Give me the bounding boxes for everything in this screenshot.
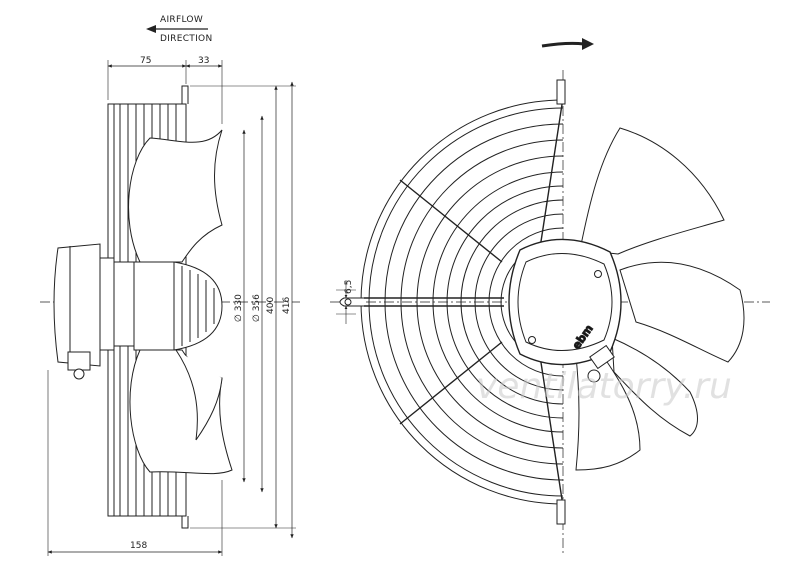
dim-356: ∅ 356 — [252, 294, 262, 322]
dim-bottom-side — [47, 370, 223, 556]
dim-6-5 — [336, 280, 356, 324]
dim-top-side — [107, 60, 223, 124]
left-arrow-icon — [146, 25, 208, 33]
motor-body-side — [53, 243, 135, 380]
front-view: ebm — [330, 70, 770, 556]
motor-box-front — [508, 238, 622, 383]
dim-330: ∅ 330 — [234, 294, 244, 322]
dim-6-5-label: 6,5 — [344, 280, 354, 294]
watermark-text: ventilatorry.ru — [476, 366, 732, 407]
airflow-indicator: AIRFLOW DIRECTION — [146, 15, 212, 44]
blades-side — [128, 129, 233, 475]
dim-75: 75 — [140, 56, 151, 66]
dim-400: 400 — [266, 297, 276, 314]
dim-416: 416 — [282, 297, 292, 314]
guard-rods — [364, 97, 564, 507]
dim-158: 158 — [130, 541, 147, 551]
dim-vertical-side — [190, 81, 296, 539]
direction-label: DIRECTION — [160, 34, 212, 44]
airflow-label: AIRFLOW — [160, 15, 203, 25]
mounting-tabs — [339, 79, 566, 525]
side-view — [40, 60, 300, 556]
rotor-hub-side — [133, 261, 223, 351]
right-arrow-icon — [541, 38, 594, 50]
dim-33: 33 — [198, 56, 209, 66]
